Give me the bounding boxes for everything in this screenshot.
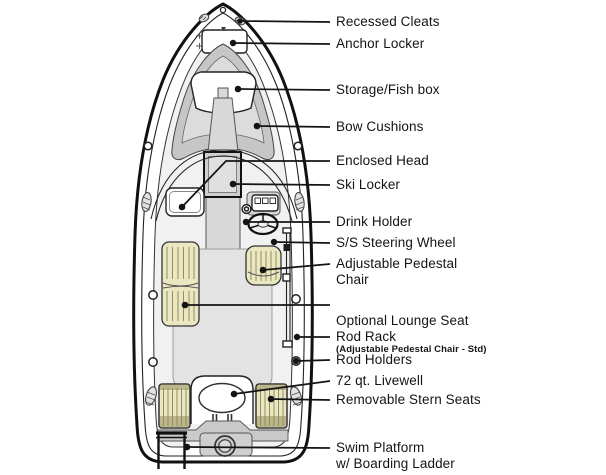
label-swim-platform: Swim Platform w/ Boarding Ladder — [336, 440, 455, 471]
pedestal-chair — [245, 245, 282, 286]
ski-locker — [203, 151, 242, 198]
callout-rod-holders — [295, 359, 331, 362]
label-anchor-locker: Anchor Locker — [336, 36, 425, 51]
windshield-inner — [155, 155, 293, 222]
callout-stern-seats — [270, 398, 331, 401]
callout-lines — [178, 18, 331, 451]
recessed-cleat-mid-left — [141, 192, 152, 212]
stern-seat-left — [158, 383, 191, 429]
rod-holder-circle — [291, 294, 301, 304]
recessed-cleat-stern-left — [145, 386, 157, 406]
callout-swim-platform — [186, 446, 331, 449]
callout-enclosed-head — [181, 160, 330, 208]
callout-recessed-cleats — [239, 20, 331, 23]
livewell — [190, 375, 254, 424]
rod-holder-circle — [293, 141, 303, 151]
rod-holder-circle — [143, 141, 153, 151]
label-ski-locker: Ski Locker — [336, 177, 401, 192]
recessed-cleat-mid-right — [294, 192, 305, 212]
callout-bow-cushions — [256, 125, 331, 128]
label-livewell: 72 qt. Livewell — [336, 373, 424, 388]
label-enclosed-head: Enclosed Head — [336, 153, 429, 168]
center-console — [150, 87, 298, 251]
rod-holder-circle — [148, 290, 158, 300]
label-adjustable-pedestal-chair: Adjustable Pedestal Chair — [336, 256, 458, 287]
rod-rack — [282, 227, 293, 348]
callout-pedestal-chair — [262, 263, 331, 271]
callout-livewell — [233, 380, 331, 395]
swim-platform — [199, 432, 253, 457]
label-optional-lounge-seat: Optional Lounge Seat (Adjustable Pedesta… — [336, 297, 487, 370]
bow-hardware — [196, 6, 248, 54]
label-recessed-cleats: Recessed Cleats — [336, 14, 440, 29]
callout-ski-locker — [232, 183, 331, 186]
label-rod-holders: Rod Holders — [336, 352, 413, 367]
label-optional-lounge-seat-text: Optional Lounge Seat — [336, 312, 469, 328]
callout-anchor-locker — [232, 42, 331, 45]
label-rod-rack: Rod Rack — [336, 329, 397, 344]
bow-light — [219, 6, 227, 14]
callout-storage-fish-box — [237, 88, 331, 91]
label-removable-stern-seats: Removable Stern Seats — [336, 392, 481, 407]
lounge-seat — [161, 241, 200, 327]
gunwale-fittings — [141, 141, 305, 406]
windshield — [150, 149, 298, 220]
helm-dashboard — [246, 191, 281, 216]
enclosed-head — [165, 187, 205, 217]
rod-holder-circle — [148, 357, 158, 367]
label-storage-fish-box: Storage/Fish box — [336, 82, 440, 97]
label-bow-cushions: Bow Cushions — [336, 119, 424, 134]
callout-steering-wheel — [273, 241, 331, 244]
stern-seat-right — [255, 383, 288, 429]
recessed-cleat-stern-right — [290, 386, 302, 406]
label-drink-holder: Drink Holder — [336, 214, 413, 229]
recessed-cleat-bow-left — [198, 13, 210, 23]
boarding-ladder — [156, 431, 187, 469]
drink-holder — [241, 203, 252, 215]
stern-area — [156, 375, 289, 469]
label-ss-steering-wheel: S/S Steering Wheel — [336, 235, 456, 250]
label-optional-lounge-seat-subtext: (Adjustable Pedestal Chair - Std) — [336, 343, 487, 355]
